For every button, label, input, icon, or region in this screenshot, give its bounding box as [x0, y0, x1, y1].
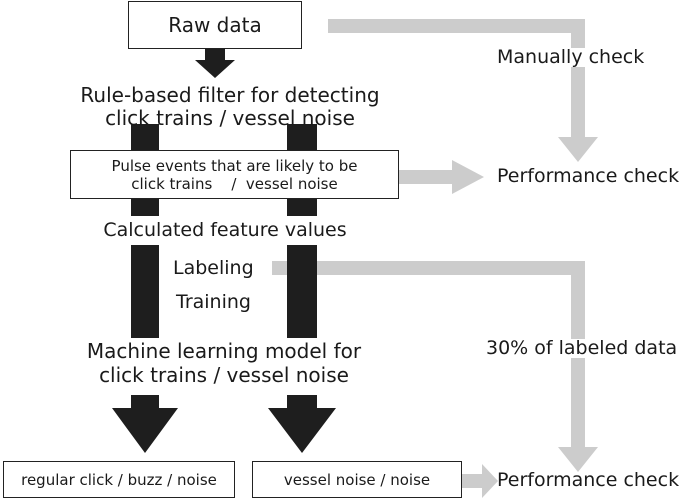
pulse-events-line1: Pulse events that are likely to be: [111, 156, 358, 175]
performance-check-bottom-label: Performance check: [497, 469, 680, 491]
ml-model-line2: click trains / vessel noise: [99, 363, 349, 387]
pulse-events-box: Pulse events that are likely to be click…: [70, 150, 399, 199]
dark-bar-left-upper: [131, 124, 159, 150]
labeled-data-percent-label: 30% of labeled data: [484, 337, 680, 359]
output-click-label: regular click / buzz / noise: [21, 470, 217, 489]
training-label: Training: [176, 291, 251, 313]
rule-filter-line2: click trains / vessel noise: [105, 106, 355, 130]
dark-bar-left-mid: [131, 198, 159, 216]
gray-arrow-raw-to-performance: [328, 19, 598, 162]
gray-arrow-pulse-to-performance: [398, 160, 484, 194]
dark-arrow-to-output-click: [112, 395, 178, 453]
calculated-features-label: Calculated feature values: [103, 219, 347, 241]
dark-arrow-to-output-vessel: [268, 395, 336, 453]
output-vessel-label: vessel noise / noise: [283, 470, 431, 489]
dark-bar-right-mid: [287, 198, 317, 216]
raw-data-label: Raw data: [168, 13, 262, 37]
dark-arrow-raw-to-filter: [195, 49, 235, 78]
dark-bar-left-long: [131, 245, 159, 338]
gray-arrows: [272, 19, 598, 498]
gray-arrow-output-to-performance: [462, 464, 498, 498]
ml-model-line1: Machine learning model for: [86, 339, 362, 363]
dark-bar-right-long: [287, 245, 317, 338]
output-click-box: regular click / buzz / noise: [3, 461, 235, 498]
output-vessel-box: vessel noise / noise: [252, 461, 462, 498]
dark-bar-right-upper: [287, 124, 317, 150]
performance-check-top-label: Performance check: [497, 165, 680, 187]
gray-arrow-labeling-to-performance: [272, 261, 598, 472]
manually-check-label: Manually check: [495, 46, 647, 68]
labeling-label: Labeling: [173, 257, 254, 279]
pulse-events-line2: click trains / vessel noise: [131, 174, 338, 193]
rule-filter-line1: Rule-based filter for detecting: [80, 83, 380, 107]
raw-data-box: Raw data: [128, 1, 302, 49]
dark-arrows: [112, 49, 336, 453]
